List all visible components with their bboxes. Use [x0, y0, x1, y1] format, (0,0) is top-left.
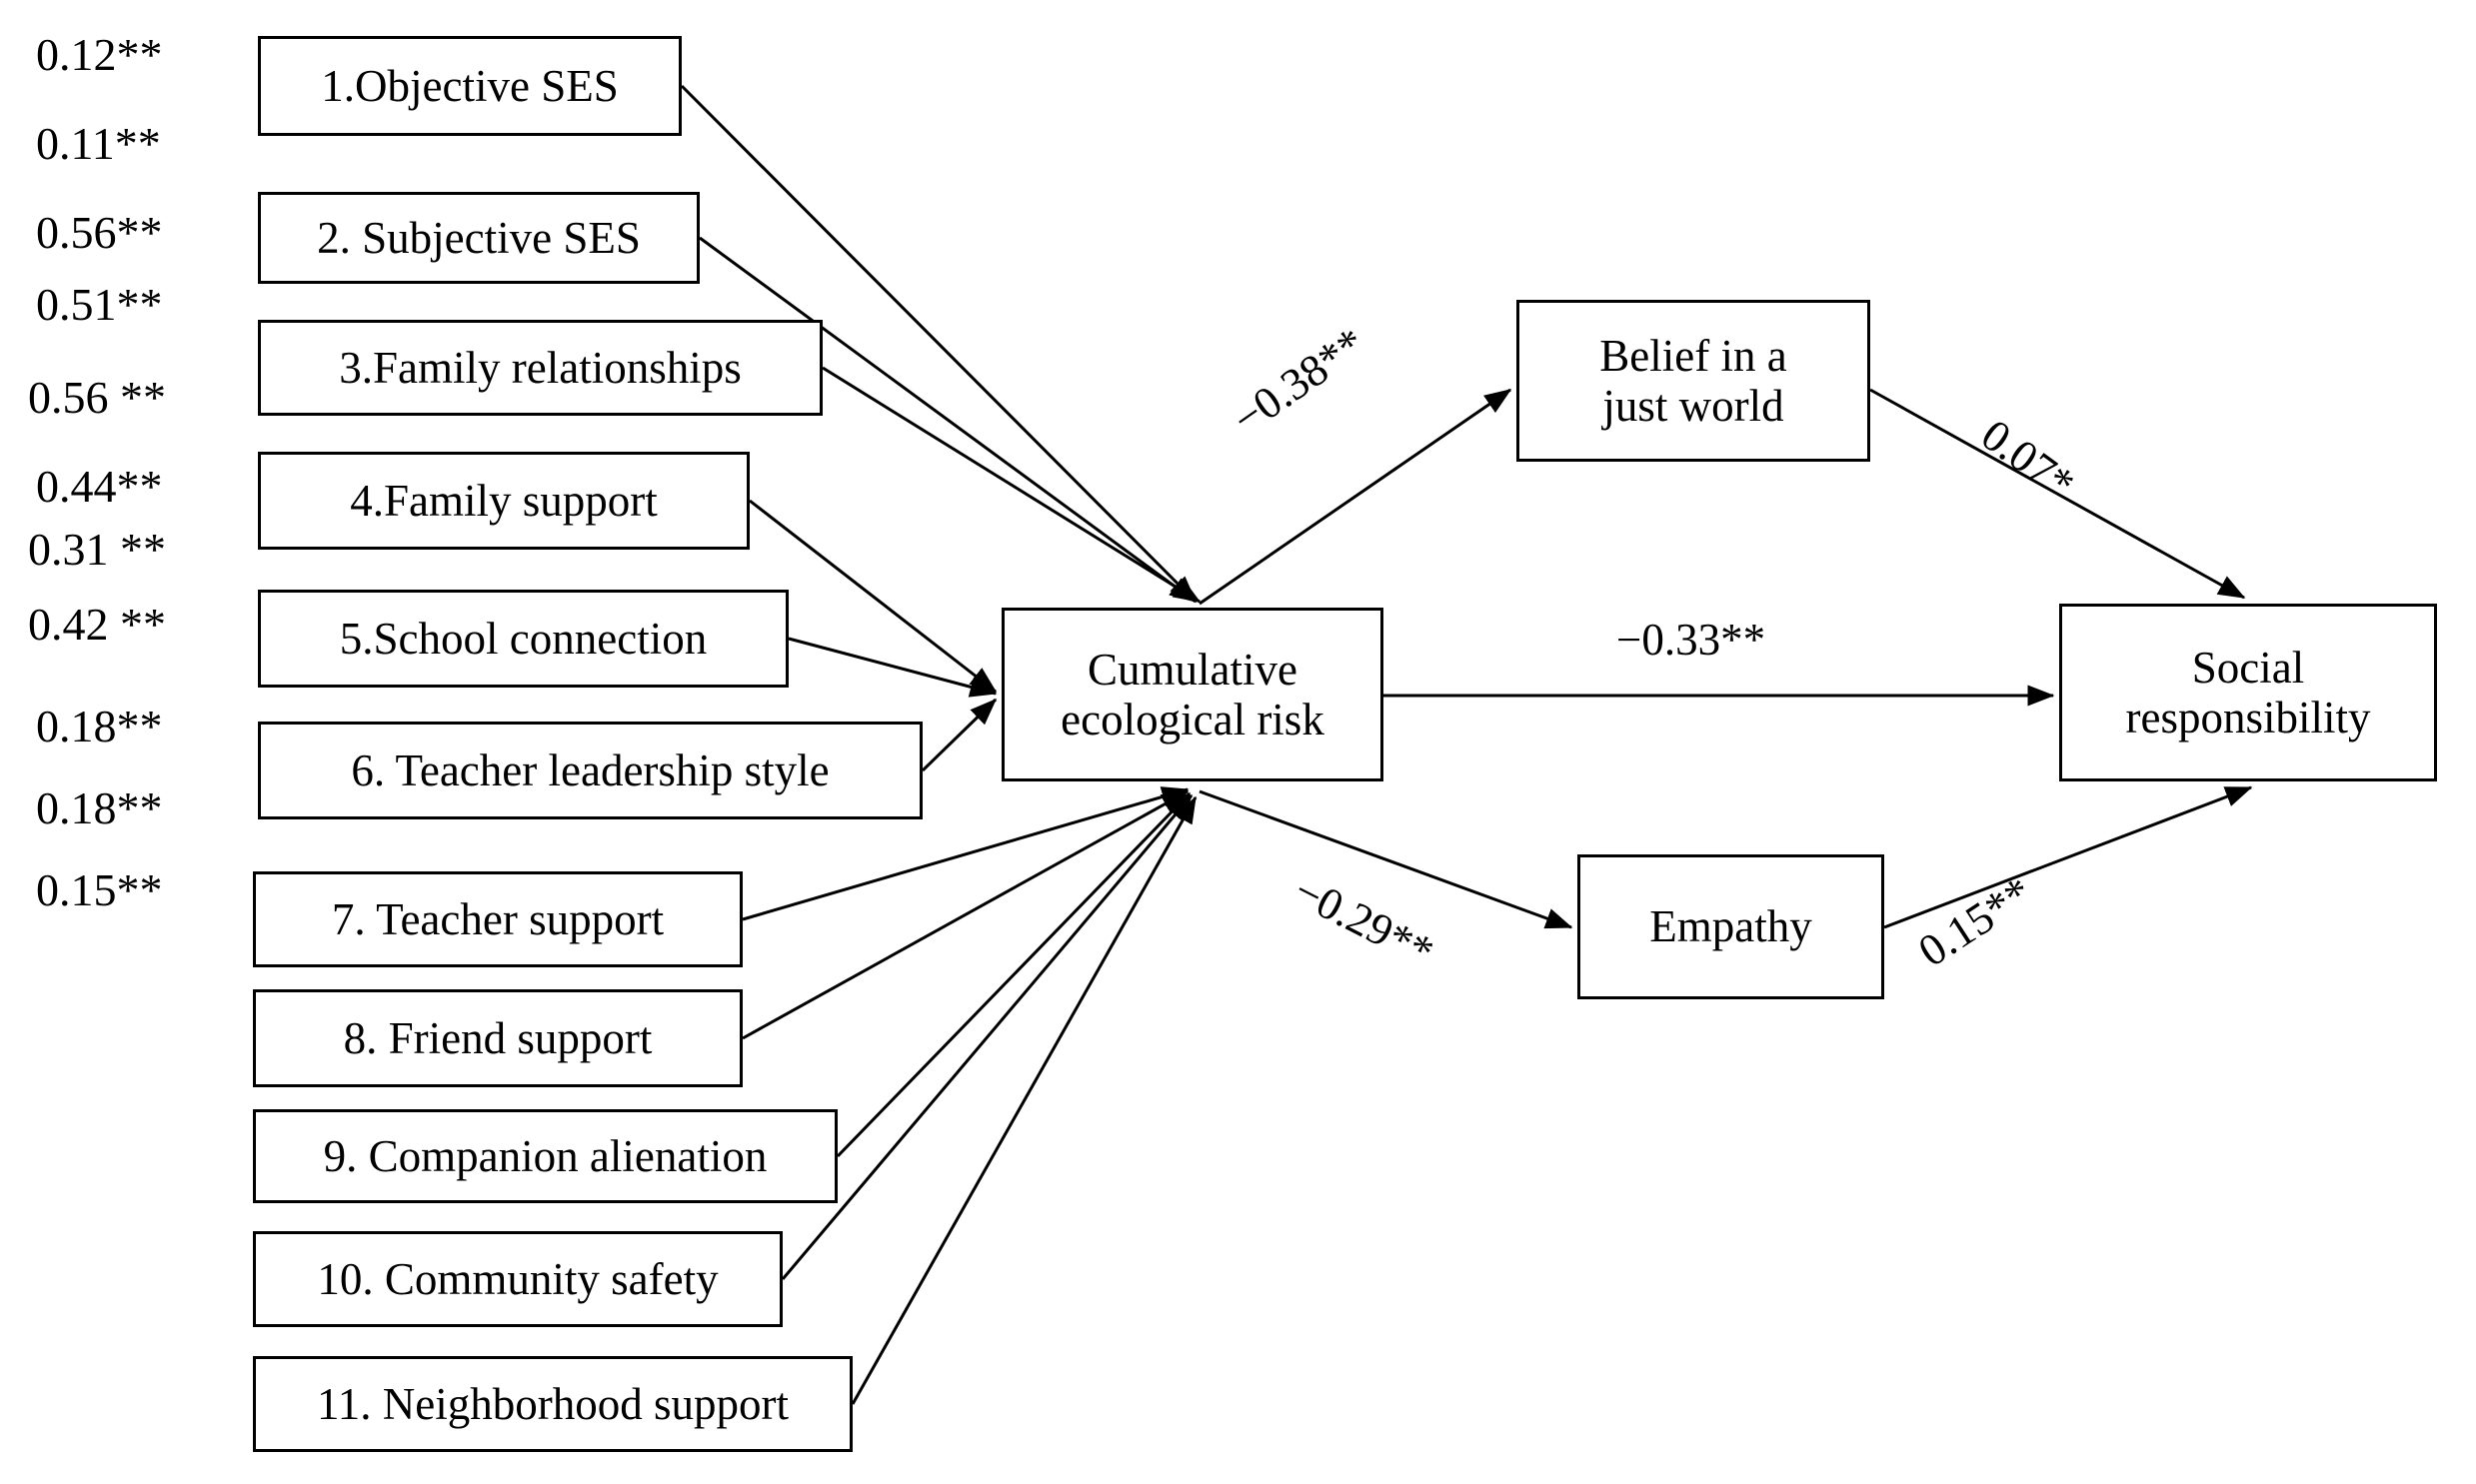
coefficient-subjective-ses: 0.11** — [36, 118, 161, 169]
indicator-box-companion-alienation[interactable]: 9. Companion alienation — [253, 1109, 838, 1203]
arrow-friend-support-to-risk — [742, 789, 1190, 1040]
path-label-empathy-to-social: 0.15** — [1909, 866, 2041, 976]
indicator-box-friend-support[interactable]: 8. Friend support — [253, 989, 743, 1087]
latent-box-social-responsibility[interactable]: Social responsibility — [2059, 604, 2437, 781]
arrow-community-safety-to-risk — [781, 793, 1194, 1280]
path-label-belief-to-social: 0.07* — [1972, 409, 2084, 510]
indicator-box-family-support[interactable]: 4.Family support — [258, 452, 750, 550]
latent-box-cumulative-ecological-risk[interactable]: Cumulative ecological risk — [1002, 608, 1383, 781]
coefficient-family-relationships: 0.56** — [36, 207, 163, 258]
indicator-box-objective-ses[interactable]: 1.Objective SES — [258, 36, 682, 136]
coefficient-teacher-leadership: 0.44** — [36, 461, 163, 512]
coefficient-school-connection: 0.56 ** — [28, 372, 166, 423]
arrow-subjective-ses-to-risk — [699, 236, 1198, 604]
coefficient-teacher-support: 0.31 ** — [28, 524, 166, 575]
indicator-box-neighborhood-support[interactable]: 11. Neighborhood support — [253, 1356, 853, 1452]
coefficient-friend-support: 0.42 ** — [28, 599, 166, 650]
arrow-family-relationships-to-risk — [822, 366, 1202, 604]
latent-box-empathy[interactable]: Empathy — [1577, 854, 1884, 999]
path-label-risk-to-belief-just-world: −0.38** — [1223, 317, 1374, 445]
indicator-box-family-relationships[interactable]: 3.Family relationships — [258, 320, 823, 416]
indicator-box-school-connection[interactable]: 5.School connection — [258, 590, 789, 688]
coefficient-family-support: 0.51** — [36, 279, 163, 330]
arrow-companion-alienation-to-risk — [836, 791, 1192, 1158]
arrow-empathy-to-social — [1883, 785, 2253, 929]
indicator-box-community-safety[interactable]: 10. Community safety — [253, 1231, 783, 1327]
coefficient-community-safety: 0.18** — [36, 782, 163, 833]
path-label-risk-to-social: −0.33** — [1616, 615, 1766, 665]
latent-box-belief-in-a-just-world[interactable]: Belief in a just world — [1516, 300, 1870, 462]
indicator-box-teacher-support[interactable]: 7. Teacher support — [253, 871, 743, 967]
path-label-risk-to-empathy: −0.29** — [1285, 864, 1442, 977]
indicator-box-teacher-leadership[interactable]: 6. Teacher leadership style — [258, 722, 923, 819]
indicator-box-subjective-ses[interactable]: 2. Subjective SES — [258, 192, 700, 284]
arrow-neighborhood-support-to-risk — [851, 795, 1198, 1405]
coefficient-objective-ses: 0.12** — [36, 29, 163, 80]
arrow-school-connection-to-risk — [788, 637, 998, 698]
coefficient-neighborhood-support: 0.15** — [36, 864, 163, 915]
coefficient-companion-alienation: 0.18** — [36, 701, 163, 751]
arrow-teacher-leadership-to-risk — [921, 698, 998, 772]
